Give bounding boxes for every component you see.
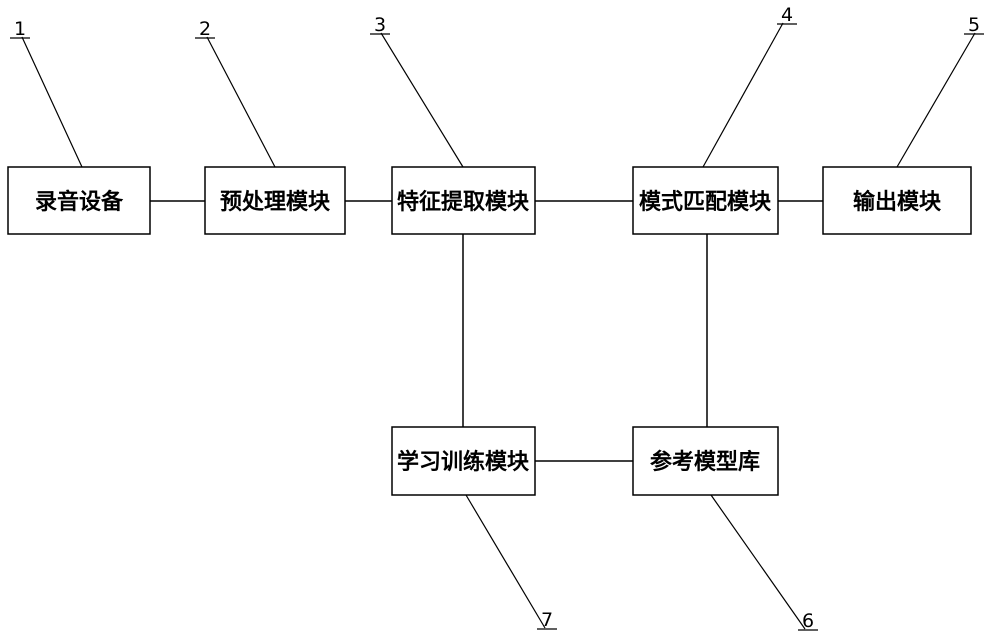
label-reference-model-library: 参考模型库 (650, 449, 760, 475)
leader-line-6 (710, 494, 806, 630)
box-learning-training-module (391, 426, 536, 496)
leader-line-5 (896, 32, 976, 168)
ref-number-7: 7 (541, 609, 553, 631)
number-underlines (10, 23, 984, 631)
leader-lines (21, 22, 976, 630)
label-recording-device: 录音设备 (35, 189, 124, 215)
module-boxes (7, 166, 972, 496)
leader-line-1 (21, 36, 83, 168)
ref-number-6: 6 (802, 610, 814, 632)
box-recording-device (7, 166, 151, 235)
box-reference-model-library (632, 426, 779, 496)
label-preprocessing-module: 预处理模块 (220, 189, 331, 215)
label-pattern-matching-module: 模式匹配模块 (639, 189, 772, 215)
connectors (150, 200, 823, 462)
leader-line-3 (380, 32, 464, 168)
box-preprocessing-module (204, 166, 346, 235)
box-feature-extraction-module (391, 166, 536, 235)
ref-number-1: 1 (14, 18, 26, 40)
ref-number-3: 3 (374, 14, 386, 36)
label-learning-training-module: 学习训练模块 (397, 449, 530, 475)
leader-line-7 (465, 494, 546, 629)
leader-line-4 (702, 22, 784, 168)
module-labels: 录音设备 预处理模块 特征提取模块 模式匹配模块 输出模块 学习训练模块 参考模… (35, 189, 942, 475)
reference-numbers: 1 2 3 4 5 7 6 (14, 4, 980, 632)
leader-line-2 (206, 36, 276, 168)
ref-number-5: 5 (968, 14, 980, 36)
box-output-module (822, 166, 972, 235)
label-feature-extraction-module: 特征提取模块 (397, 189, 530, 215)
box-pattern-matching-module (632, 166, 779, 235)
label-output-module: 输出模块 (853, 189, 942, 215)
ref-number-2: 2 (199, 18, 211, 40)
ref-number-4: 4 (781, 4, 793, 26)
